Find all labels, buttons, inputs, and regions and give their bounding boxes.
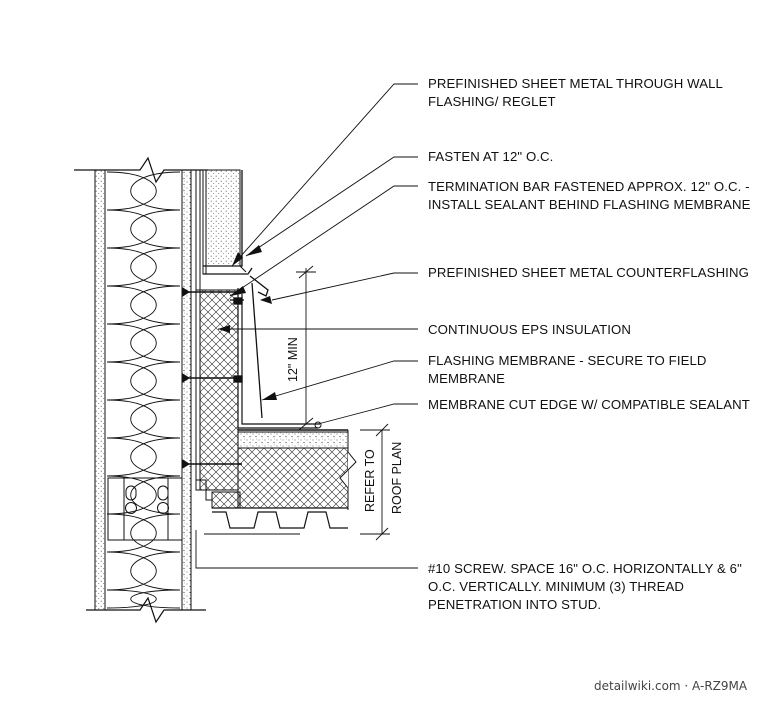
steel-deck bbox=[212, 507, 348, 529]
callout-termination-line1: TERMINATION BAR FASTENED APPROX. 12" O.C… bbox=[428, 179, 750, 194]
roof-plan-label: ROOF PLAN bbox=[390, 442, 404, 514]
sheathing bbox=[181, 169, 192, 611]
batt-loops bbox=[106, 171, 181, 609]
gypsum-board bbox=[94, 169, 106, 611]
leader-arrows bbox=[218, 245, 322, 429]
callout-reglet-line2: FLASHING/ REGLET bbox=[428, 94, 556, 109]
leader-cut-edge bbox=[317, 403, 418, 425]
leader-screw bbox=[195, 530, 418, 569]
refer-to-label: REFER TO bbox=[363, 449, 377, 512]
callout-reglet-line1: PREFINISHED SHEET METAL THROUGH WALL bbox=[428, 76, 723, 91]
eps-insulation-vertical bbox=[195, 289, 239, 491]
callout-cut-edge: MEMBRANE CUT EDGE W/ COMPATIBLE SEALANT bbox=[428, 397, 750, 412]
upper-veneer bbox=[202, 169, 253, 275]
leader-lines bbox=[195, 83, 418, 569]
dimension-12-min bbox=[296, 265, 316, 431]
callout-termination-line2: INSTALL SEALANT BEHIND FLASHING MEMBRANE bbox=[428, 197, 751, 212]
callout-flashing-line2: MEMBRANE bbox=[428, 371, 505, 386]
callout-counterflashing: PREFINISHED SHEET METAL COUNTERFLASHING bbox=[428, 265, 749, 280]
roof-assembly bbox=[204, 429, 357, 535]
callout-screw-line1: #10 SCREW. SPACE 16" O.C. HORIZONTALLY &… bbox=[428, 561, 742, 576]
callout-flashing-line1: FLASHING MEMBRANE - SECURE TO FIELD bbox=[428, 353, 707, 368]
break-line-bottom bbox=[86, 596, 206, 624]
screws bbox=[182, 287, 242, 469]
ledger bbox=[107, 477, 212, 541]
callout-eps: CONTINUOUS EPS INSULATION bbox=[428, 322, 631, 337]
dimension-refer bbox=[360, 423, 390, 541]
callout-screw-line3: PENETRATION INTO STUD. bbox=[428, 597, 601, 612]
screw-head bbox=[182, 459, 190, 469]
screw-head bbox=[182, 287, 190, 297]
leader-counterflashing bbox=[271, 272, 418, 301]
batt-insulation bbox=[106, 171, 181, 609]
callout-fasten: FASTEN AT 12" O.C. bbox=[428, 149, 553, 164]
flashing-membrane-line bbox=[237, 288, 320, 429]
screw-head bbox=[182, 373, 190, 383]
leader-reglet bbox=[231, 83, 418, 267]
credit-watermark: detailwiki.com · A-RZ9MA bbox=[594, 679, 748, 693]
leader-termination bbox=[229, 185, 418, 297]
leader-fasten bbox=[245, 156, 418, 257]
callout-notes: PREFINISHED SHEET METAL THROUGH WALL FLA… bbox=[428, 76, 751, 612]
wall-assembly bbox=[74, 156, 208, 624]
callout-screw-line2: O.C. VERTICALLY. MINIMUM (3) THREAD bbox=[428, 579, 684, 594]
break-line-top bbox=[74, 156, 208, 184]
counterflashing bbox=[230, 275, 269, 419]
dimension-12-min-label: 12" MIN bbox=[286, 337, 300, 382]
